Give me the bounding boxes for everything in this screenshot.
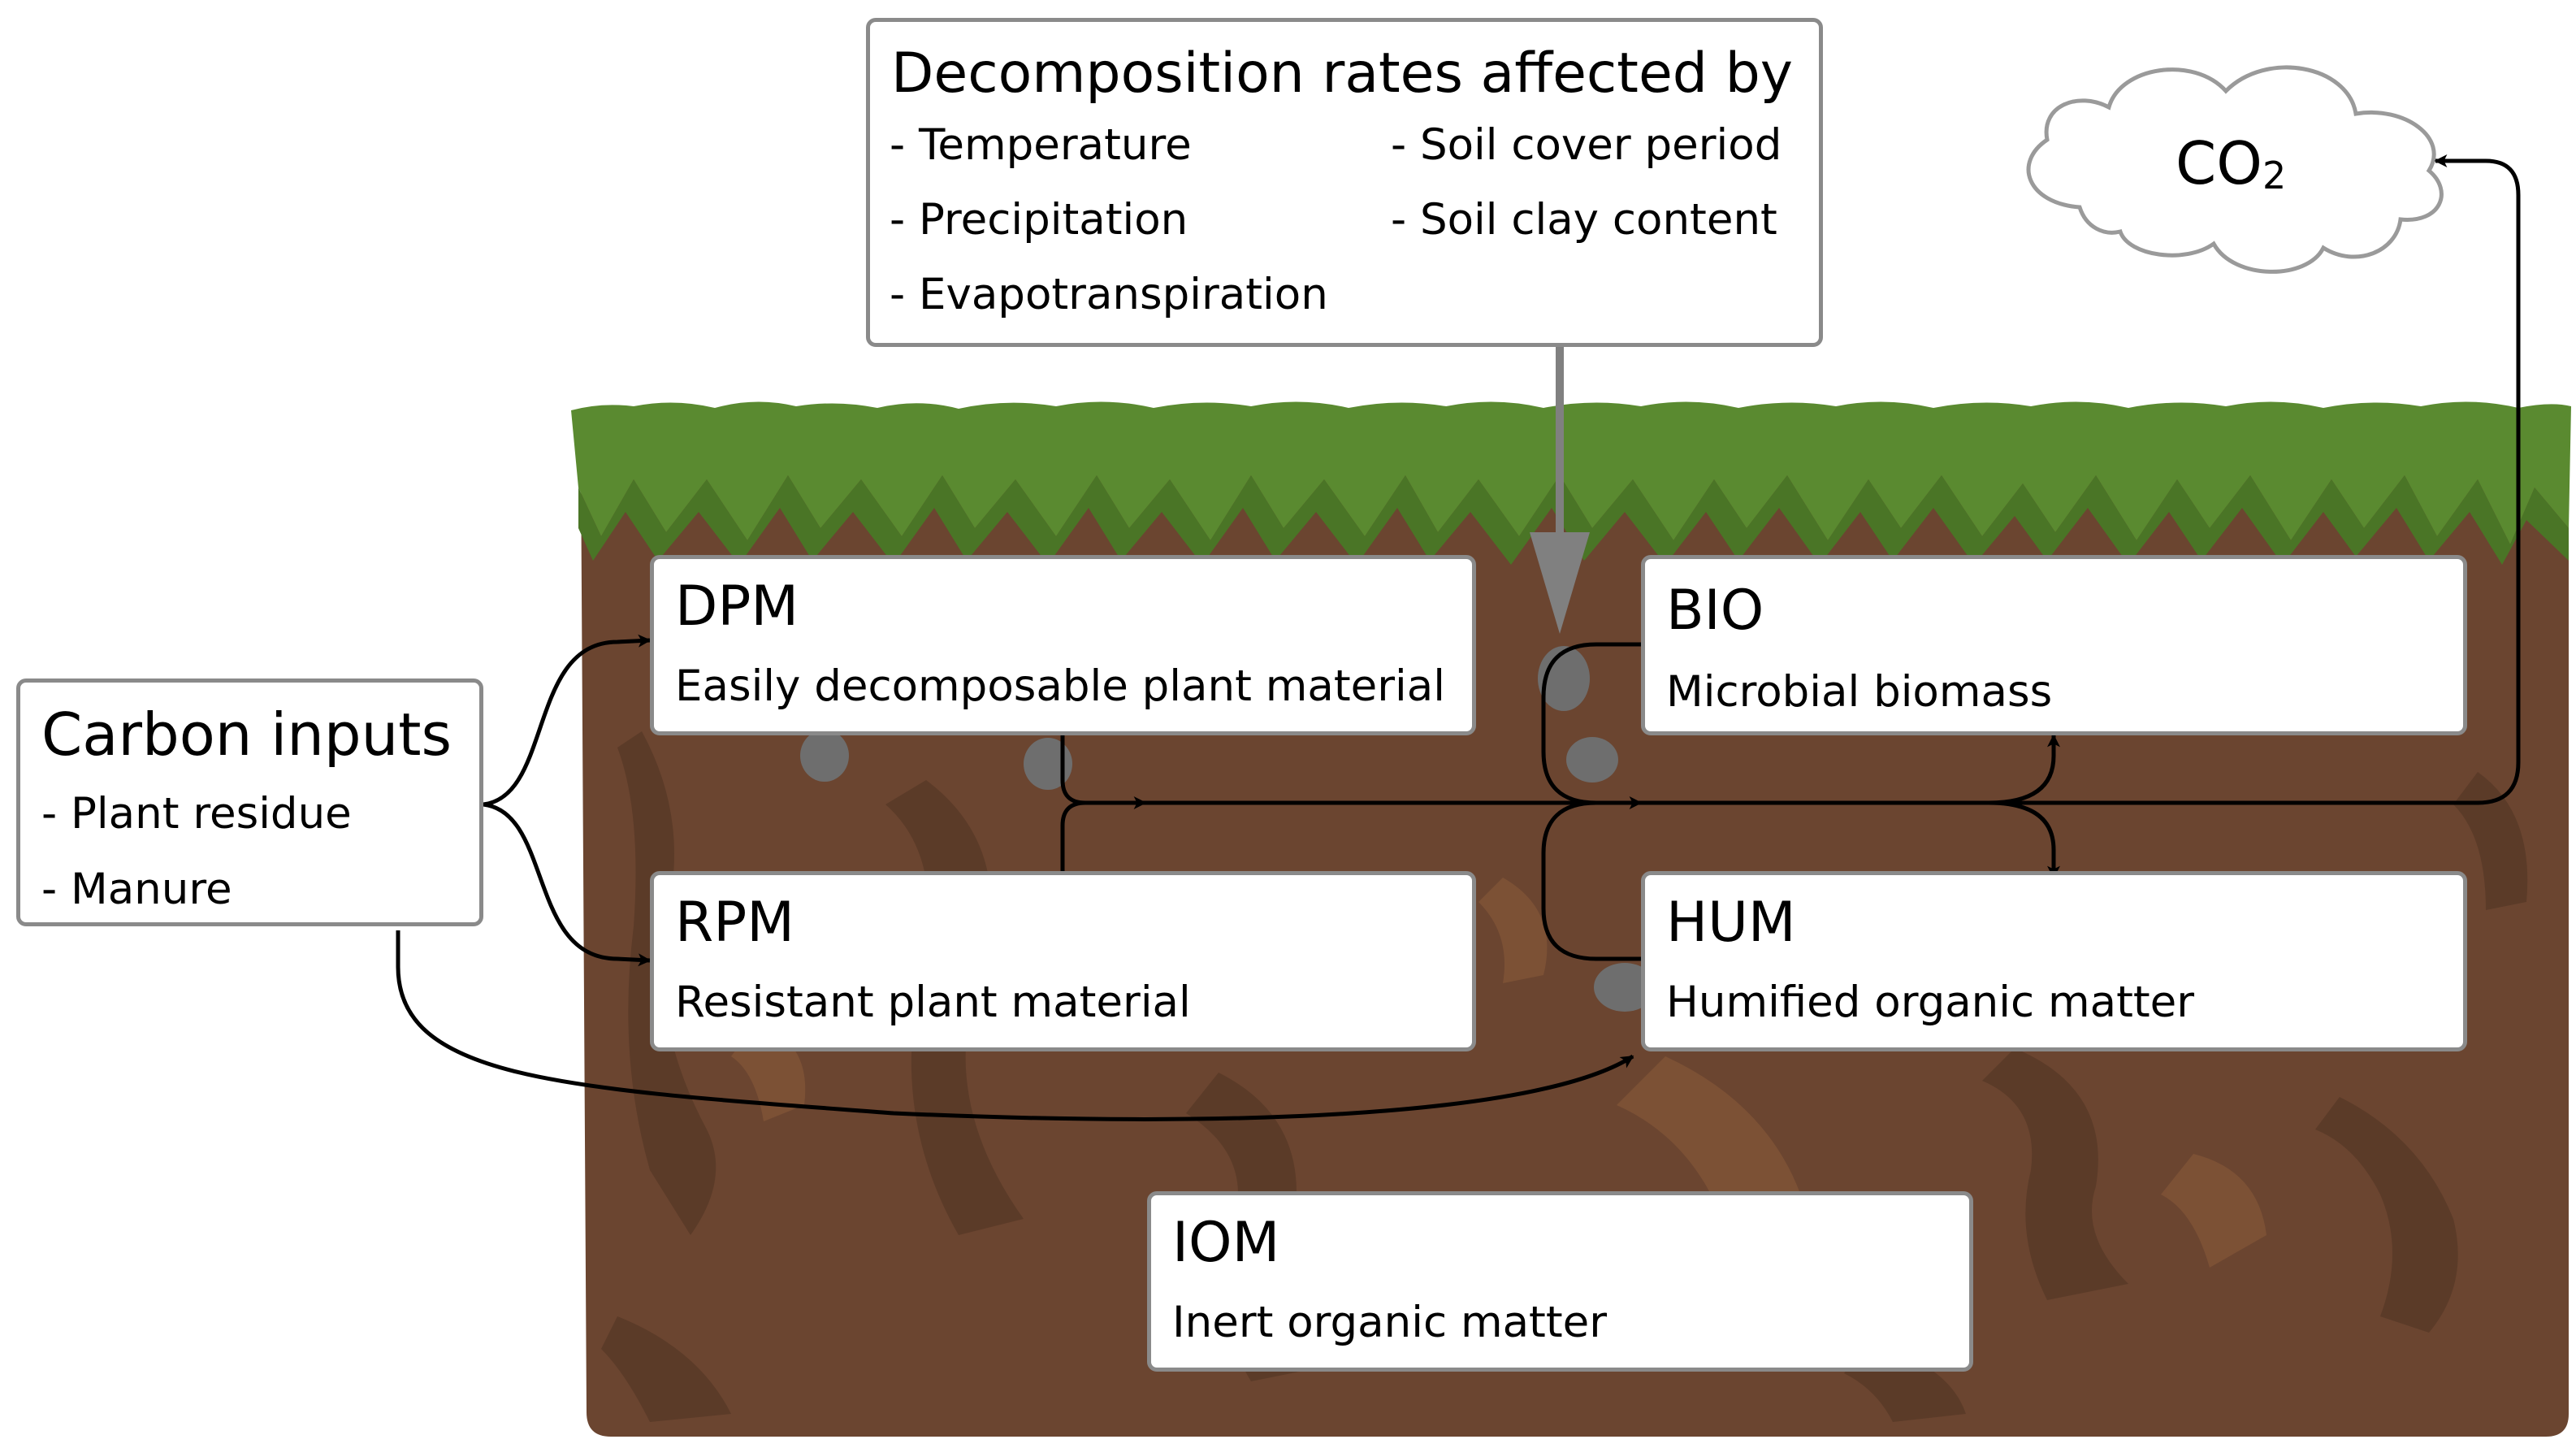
factors-box: Decomposition rates affected by <box>866 18 1823 347</box>
pool-rpm: RPM Resistant plant material <box>650 871 1476 1051</box>
pool-rpm-description: Resistant plant material <box>675 978 1191 1027</box>
co2-base: CO <box>2176 129 2262 197</box>
pool-bio: BIO Microbial biomass <box>1641 555 2467 735</box>
factor-evapotranspiration: - Evapotranspiration <box>890 270 1328 319</box>
stones <box>800 646 1656 1012</box>
arrow-rpm-to-junction <box>1060 800 1086 871</box>
arrow-inputs-to-hum <box>396 930 1634 1121</box>
co2-label: CO2 <box>2176 134 2286 194</box>
pool-dpm-description: Easily decomposable plant material <box>675 661 1445 711</box>
factors-arrow-head <box>1530 532 1590 634</box>
cloud-icon <box>2026 65 2444 274</box>
flow-arrows <box>396 154 2521 1121</box>
factor-soil-clay-content: - Soil clay content <box>1391 195 1777 245</box>
arrow-inputs-to-rpm <box>483 802 652 967</box>
factor-precipitation: - Precipitation <box>890 195 1188 245</box>
arrow-bio-loop <box>1541 642 1643 805</box>
arrow-hum-loop <box>1541 800 1643 961</box>
carbon-input-plant-residue: - Plant residue <box>41 789 352 839</box>
carbon-inputs-title: Carbon inputs <box>41 700 452 769</box>
pool-iom: IOM Inert organic matter <box>1147 1191 1973 1372</box>
pool-hum-code: HUM <box>1666 891 1796 955</box>
pool-bio-description: Microbial biomass <box>1666 667 2053 717</box>
arrow-to-hum <box>1988 800 2060 879</box>
pool-dpm: DPM Easily decomposable plant material <box>650 555 1476 735</box>
grass-shadow <box>578 475 2569 565</box>
grass-strip <box>571 401 2571 544</box>
pool-dpm-code: DPM <box>675 574 799 639</box>
pool-iom-code: IOM <box>1172 1211 1280 1275</box>
factor-soil-cover-period: - Soil cover period <box>1391 120 1782 170</box>
carbon-inputs-box: Carbon inputs - Plant residue - Manure <box>16 678 483 926</box>
arrow-inputs-to-dpm <box>483 634 652 807</box>
carbon-input-manure: - Manure <box>41 865 232 914</box>
factors-title: Decomposition rates affected by <box>891 41 1793 106</box>
pool-bio-code: BIO <box>1666 579 1764 643</box>
co2-subscript: 2 <box>2262 154 2287 197</box>
factor-temperature: - Temperature <box>890 120 1192 170</box>
arrow-co2 <box>2434 154 2521 805</box>
pool-rpm-code: RPM <box>675 891 794 955</box>
pool-iom-description: Inert organic matter <box>1172 1298 1608 1347</box>
pool-hum: HUM Humified organic matter <box>1641 871 2467 1051</box>
pool-hum-description: Humified organic matter <box>1666 978 2195 1027</box>
